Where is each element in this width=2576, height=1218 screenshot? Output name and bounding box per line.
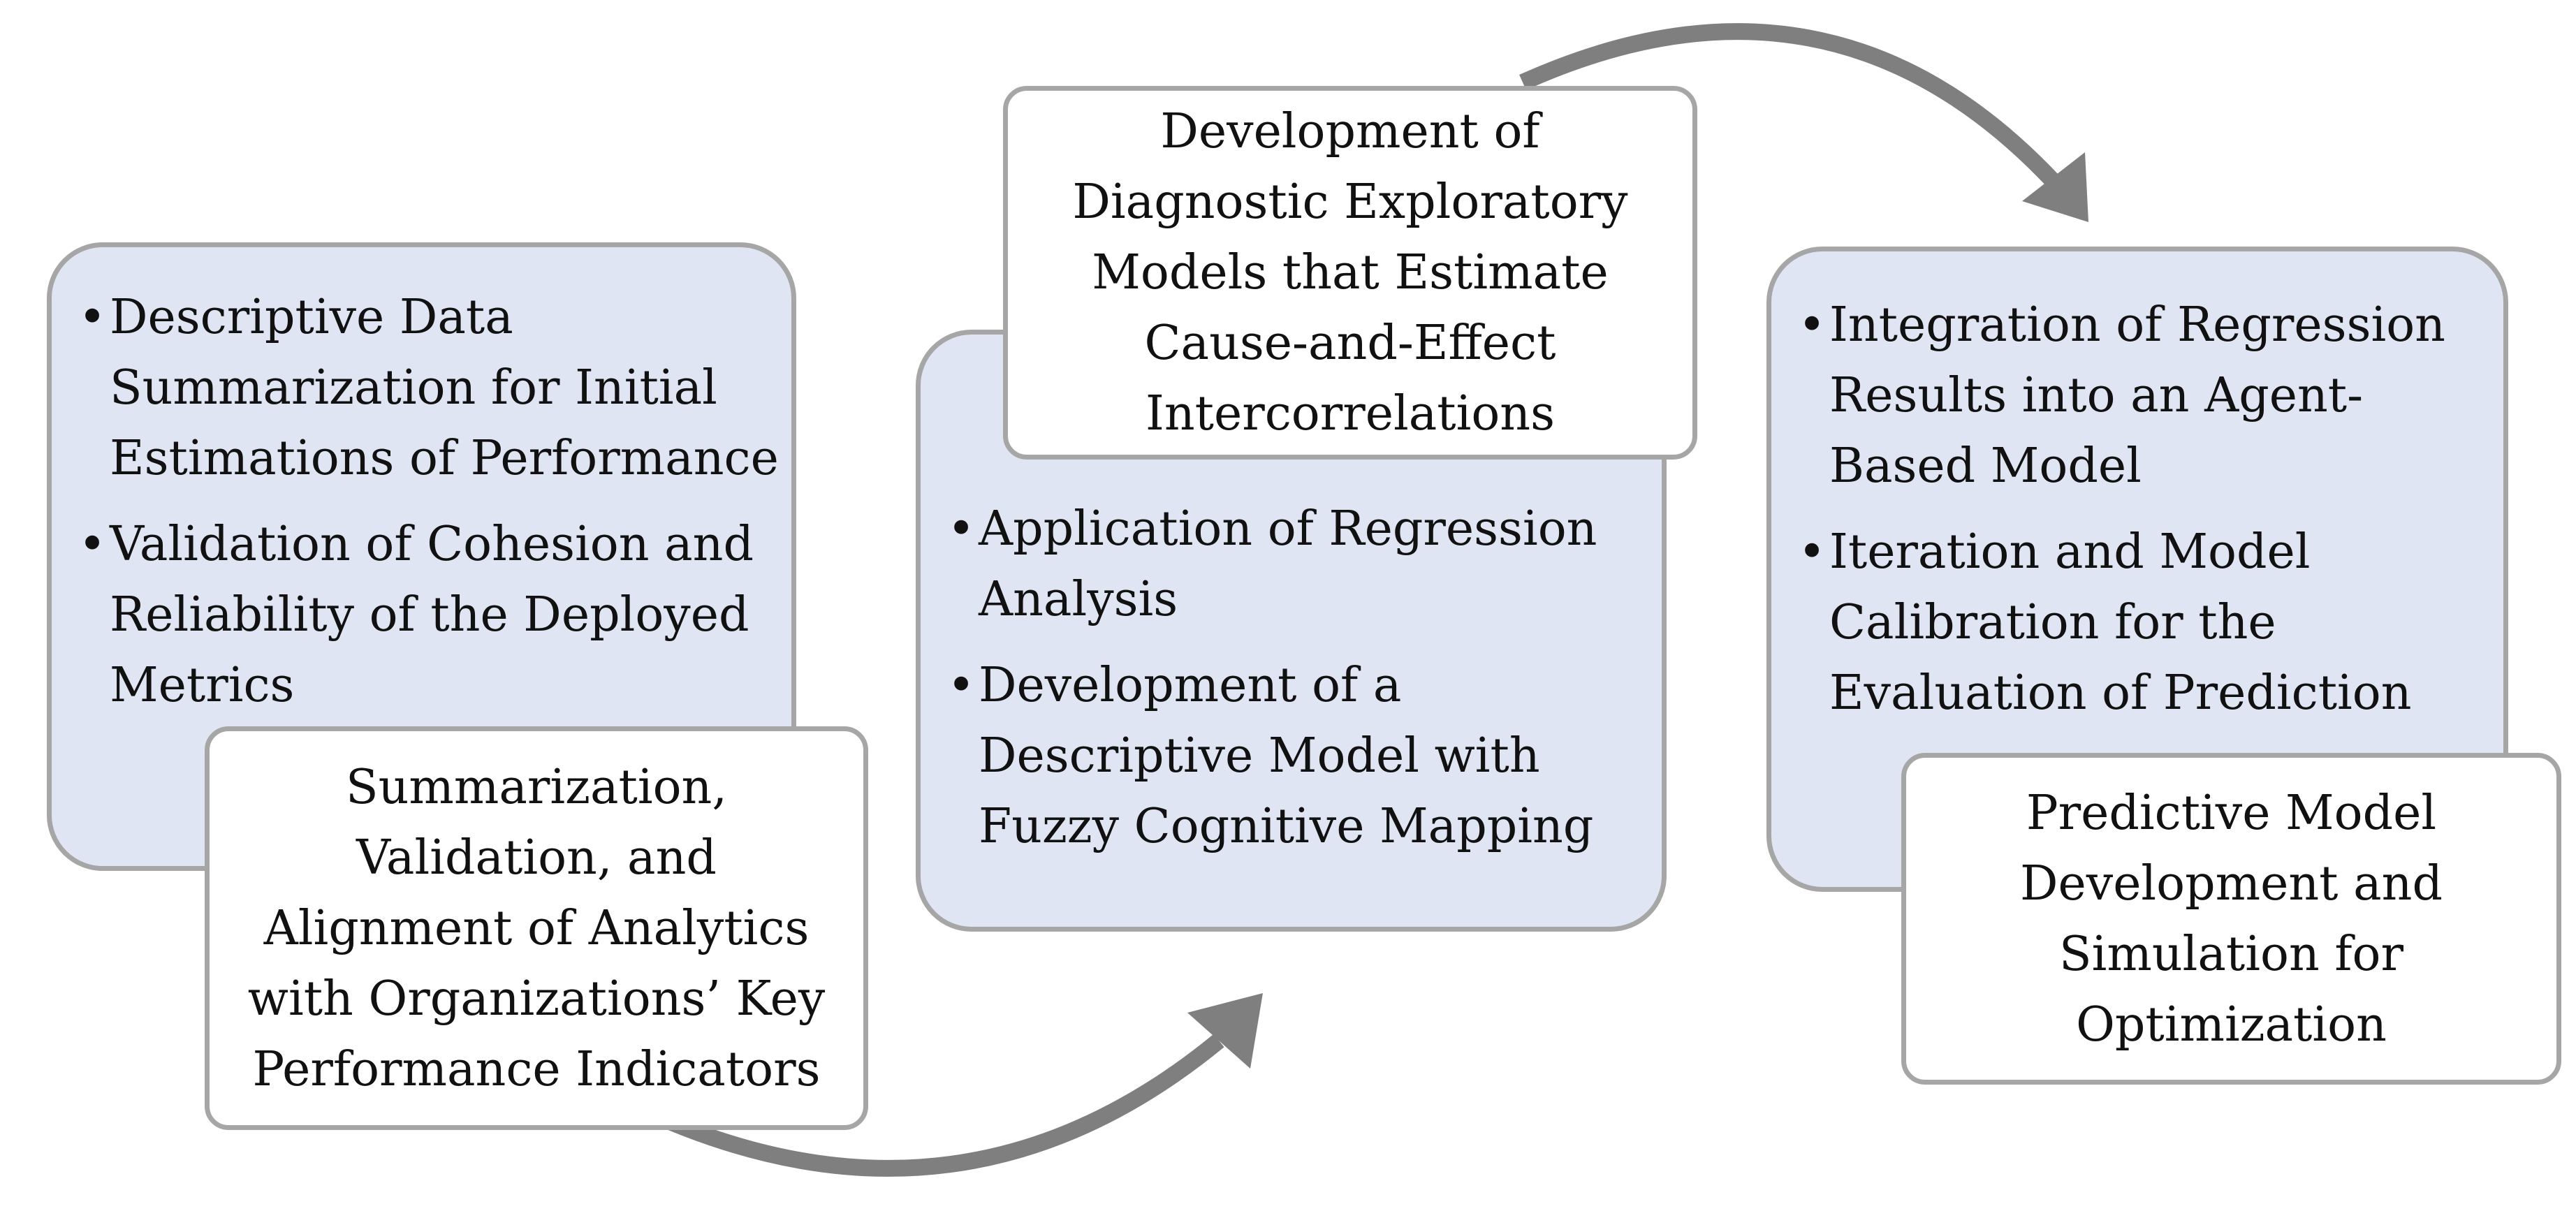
arrow-stage1-to-stage2-head-icon <box>1187 993 1263 1069</box>
stage-3-bullet-1: Integration of Regression Results into a… <box>1798 290 2500 501</box>
stage-2-title: Development of Diagnostic Exploratory Mo… <box>1072 104 1628 441</box>
arrow-stage2-to-stage3 <box>1519 23 2060 188</box>
stage-3-title: Predictive Model Development and Simulat… <box>2020 785 2443 1052</box>
stage-1-title-box: Summarization, Validation, and Alignment… <box>205 726 868 1130</box>
arrow-stage2-to-stage3-head-icon <box>2022 152 2088 222</box>
stage-2-bullet-2: Development of a Descriptive Model with … <box>947 650 1653 862</box>
arrow-stage1-to-stage2 <box>653 1034 1224 1177</box>
stage-1-bullet-1: Descriptive Data Summarization for Initi… <box>78 282 784 494</box>
stage-3-bullet-2: Iteration and Model Calibration for the … <box>1798 517 2500 728</box>
stage-3-bullet-list: Integration of Regression Results into a… <box>1798 290 2500 744</box>
stage-1-bullet-2: Validation of Cohesion and Reliability o… <box>78 509 784 721</box>
stage-1-bullet-list: Descriptive Data Summarization for Initi… <box>78 282 784 736</box>
stage-3-title-box: Predictive Model Development and Simulat… <box>1901 753 2561 1085</box>
stage-1-title: Summarization, Validation, and Alignment… <box>247 759 826 1097</box>
stage-2-bullet-list: Application of Regression Analysis Devel… <box>947 494 1653 877</box>
stage-2-title-box: Development of Diagnostic Exploratory Mo… <box>1003 86 1697 460</box>
stage-2-bullet-1: Application of Regression Analysis <box>947 494 1653 635</box>
